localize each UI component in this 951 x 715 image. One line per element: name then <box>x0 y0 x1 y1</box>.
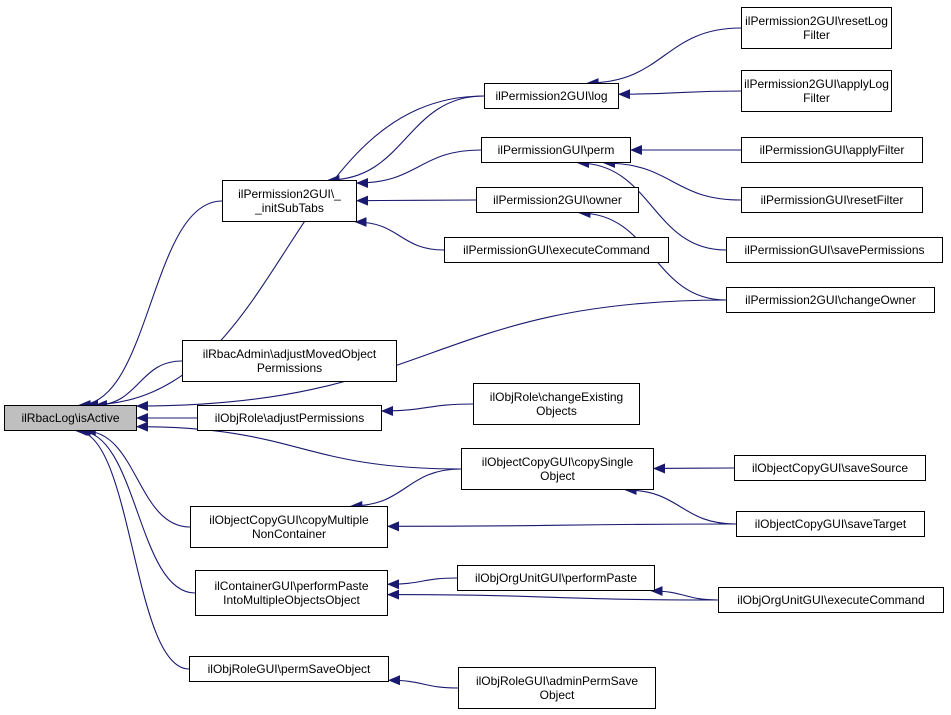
node-label-line: ilObjectCopyGUI\saveTarget <box>754 517 907 531</box>
node-label-line: ilRbacAdmin\adjustMovedObject <box>202 347 377 361</box>
edge-copy_single-to-root <box>136 421 462 470</box>
node-label-line: ilObjRoleGUI\permSaveObject <box>207 662 371 676</box>
node-label-line: ilObjRole\changeExisting <box>489 390 624 404</box>
node-ilpermissiongui-perm[interactable]: ilPermissionGUI\perm <box>481 137 631 163</box>
node-label-line: ilPermission2GUI\_ <box>238 187 341 201</box>
node-label-line: ilPermission2GUI\changeOwner <box>745 293 916 307</box>
node-label-line: Objects <box>536 404 577 418</box>
node-label-line: ilPermissionGUI\savePermissions <box>744 243 925 257</box>
edge-perm_save_object-to-root <box>75 426 190 670</box>
node-ilpermission2gui-log[interactable]: ilPermission2GUI\log <box>484 83 619 109</box>
node-ilobjrole-adjustpermissions[interactable]: ilObjRole\adjustPermissions <box>197 405 382 431</box>
node-label-line: IntoMultipleObjectsObject <box>223 593 360 607</box>
node-ilobjrolegui-permsaveobject[interactable]: ilObjRoleGUI\permSaveObject <box>189 656 389 682</box>
node-label-line: ilObjectCopyGUI\saveSource <box>751 461 909 475</box>
node-ilpermission2gui-changeowner[interactable]: ilPermission2GUI\changeOwner <box>726 287 935 313</box>
node-label-line: Permissions <box>256 361 323 375</box>
node-ilpermissiongui-executecommand[interactable]: ilPermissionGUI\executeCommand <box>444 237 669 263</box>
edge-perm2_log-to-root <box>86 95 485 410</box>
node-label-line: _initSubTabs <box>255 201 324 215</box>
edge-change_owner-to-root <box>136 299 727 412</box>
node-label-line: ilPermissionGUI\applyFilter <box>759 143 905 157</box>
node-label-line: Filter <box>803 91 830 105</box>
node-label-line: ilObjectCopyGUI\copyMultiple <box>209 513 369 527</box>
node-ilobjectcopygui-savesource[interactable]: ilObjectCopyGUI\saveSource <box>734 455 926 481</box>
edge-reset_filter-to-perm_gui_perm <box>603 158 742 201</box>
node-label-line: ilRbacLog\isActive <box>21 411 120 425</box>
edge-change_existing-to-adjust_permissions <box>381 403 474 416</box>
edge-apply_log_filter-to-perm2_log <box>618 89 742 100</box>
node-label-line: Object <box>540 469 575 483</box>
edge-admin_perm_save-to-perm_save_object <box>388 675 459 689</box>
node-ilpermissiongui-applyfilter[interactable]: ilPermissionGUI\applyFilter <box>741 137 923 163</box>
node-ilpermission2gui-owner[interactable]: ilPermission2GUI\owner <box>476 187 639 213</box>
edge-save_target-to-copy_multiple <box>387 521 737 532</box>
edge-copy_single-to-copy_multiple <box>350 468 462 511</box>
node-label-line: ilObjRole\adjustPermissions <box>214 411 365 425</box>
node-ilpermission2gui-initsubtabs[interactable]: ilPermission2GUI\__initSubTabs <box>222 180 357 222</box>
edge-perm2_log-to-init_sub_tabs <box>327 95 485 185</box>
node-ilrbaclog-isactive[interactable]: ilRbacLog\isActive <box>4 405 137 431</box>
node-label-line: ilPermission2GUI\applyLog <box>744 77 889 91</box>
node-label-line: ilPermissionGUI\executeCommand <box>463 243 650 257</box>
edge-adjust_moved-to-root <box>94 360 183 410</box>
edge-perform_paste_multi-to-root <box>78 426 196 594</box>
node-label-line: ilObjRoleGUI\adminPermSave <box>475 674 639 688</box>
edge-copy_multiple-to-root <box>83 426 191 528</box>
edge-perm_execute_command-to-init_sub_tabs <box>354 217 445 251</box>
edge-orgunit_perform_paste-to-perform_paste_multi <box>387 577 458 590</box>
edge-orgunit_execute_command-to-perform_paste_multi <box>387 589 719 601</box>
edge-perm2_owner-to-init_sub_tabs <box>356 195 477 206</box>
node-ilpermissiongui-resetfilter[interactable]: ilPermissionGUI\resetFilter <box>741 187 923 213</box>
node-label-line: ilPermission2GUI\log <box>495 89 608 103</box>
node-ilobjectcopygui-savetarget[interactable]: ilObjectCopyGUI\saveTarget <box>736 511 925 537</box>
node-ilobjorgunitgui-performpaste[interactable]: ilObjOrgUnitGUI\performPaste <box>457 565 655 591</box>
node-ilpermissiongui-savepermissions[interactable]: ilPermissionGUI\savePermissions <box>726 237 943 263</box>
node-label-line: ilPermissionGUI\perm <box>497 143 615 157</box>
edge-orgunit_execute_command-to-orgunit_perform_paste <box>650 586 719 601</box>
node-label-line: ilPermission2GUI\resetLog <box>745 14 888 28</box>
node-ilobjorgunitgui-executecommand[interactable]: ilObjOrgUnitGUI\executeCommand <box>718 587 944 613</box>
edge-init_sub_tabs-to-root <box>78 200 223 410</box>
node-label-line: ilObjOrgUnitGUI\performPaste <box>474 571 638 585</box>
node-label-line: ilPermission2GUI\owner <box>493 193 622 207</box>
edge-perm_gui_perm-to-init_sub_tabs <box>356 149 482 189</box>
node-label-line: ilObjectCopyGUI\copySingle <box>481 455 634 469</box>
edge-save_target-to-copy_single <box>624 485 737 525</box>
node-label-line: ilPermissionGUI\resetFilter <box>760 193 904 207</box>
node-label-line: Object <box>539 688 575 702</box>
node-label-line: ilContainerGUI\performPaste <box>214 579 369 593</box>
edge-save_permissions-to-perm_gui_perm <box>577 158 727 251</box>
node-label-line: Filter <box>803 28 830 42</box>
node-label-line: ilObjOrgUnitGUI\executeCommand <box>737 593 925 607</box>
node-label-line: NonContainer <box>251 527 327 541</box>
edge-reset_log_filter-to-perm2_log <box>586 27 742 88</box>
